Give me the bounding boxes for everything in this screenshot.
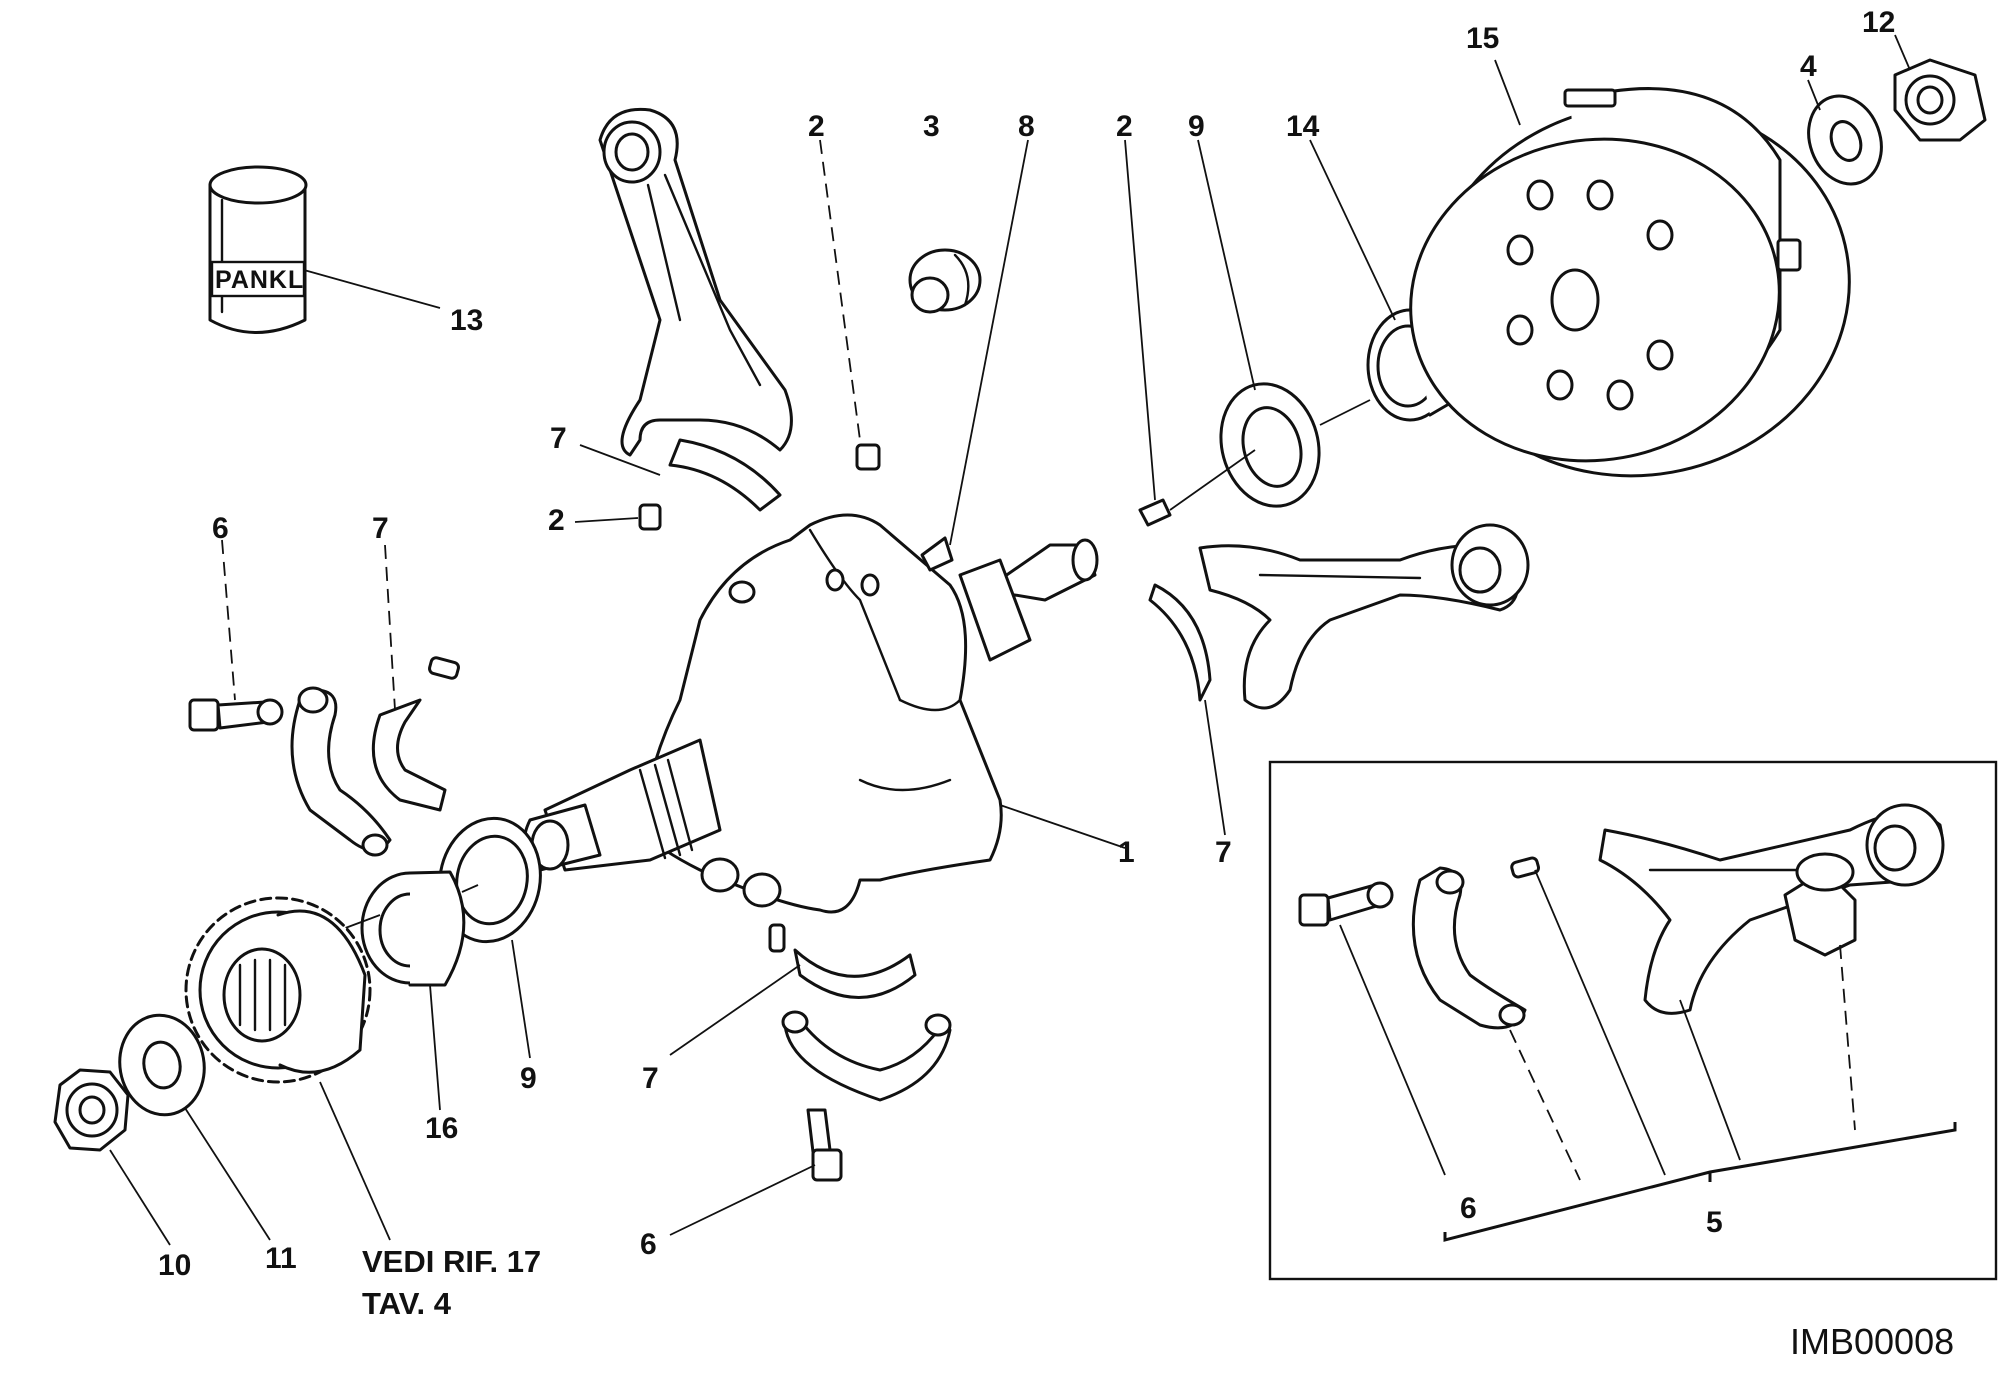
callout-12: 12 xyxy=(1862,6,1895,39)
callout-2-top: 2 xyxy=(808,110,825,143)
lower-bearing-cap xyxy=(781,1010,952,1102)
left-bearing-cap xyxy=(290,686,392,857)
callout-7-upper: 7 xyxy=(550,422,567,455)
callout-2-right: 2 xyxy=(1116,110,1133,143)
key-8 xyxy=(920,536,954,572)
leader-lines xyxy=(109,34,1911,1246)
leader-9-14 xyxy=(1319,399,1371,426)
callout-7-right: 7 xyxy=(1215,836,1232,869)
callout-6-left: 6 xyxy=(212,512,229,545)
callout-9-lower: 9 xyxy=(520,1062,537,1095)
bushing-13: PANKL xyxy=(208,165,308,334)
callout-7-lower: 7 xyxy=(642,1062,659,1095)
nut-12 xyxy=(1893,58,1987,142)
leader-screw2-washer9 xyxy=(1169,449,1256,511)
callout-8: 8 xyxy=(1018,110,1035,143)
washer-11 xyxy=(118,1013,206,1117)
lower-bearing-shell xyxy=(793,948,917,999)
seal-16 xyxy=(360,870,466,987)
callout-3: 3 xyxy=(923,110,940,143)
washer-4 xyxy=(1807,94,1883,186)
upper-connecting-rod xyxy=(598,107,793,512)
callout-14: 14 xyxy=(1286,110,1320,143)
callout-16: 16 xyxy=(425,1112,458,1145)
bolt-6-bottom xyxy=(806,1108,843,1182)
dowel-left xyxy=(428,656,460,680)
callout-1: 1 xyxy=(1118,836,1135,869)
dowel-upper xyxy=(855,443,881,471)
plug-3 xyxy=(908,248,982,314)
inset-bolt-6 xyxy=(1298,881,1394,927)
bolt-6-left xyxy=(188,698,284,732)
inset-connecting-rod xyxy=(1598,803,1945,1015)
screw-2-right xyxy=(1138,498,1172,527)
timing-gear xyxy=(184,896,372,1084)
callout-13: 13 xyxy=(450,304,483,337)
inset-bushing xyxy=(1783,852,1857,957)
inset-bearing-cap xyxy=(1411,866,1527,1030)
kit-bracket xyxy=(1443,1122,1957,1242)
callout-9-upper: 9 xyxy=(1188,110,1205,143)
callout-15: 15 xyxy=(1466,22,1499,55)
thrust-washer-9-lower xyxy=(438,816,542,944)
leader-13 xyxy=(303,269,441,309)
callout-7-left: 7 xyxy=(372,512,389,545)
dowel-bottom xyxy=(768,923,786,953)
callout-5: 5 xyxy=(1706,1206,1723,1239)
callout-2-left: 2 xyxy=(548,504,565,537)
right-connecting-rod xyxy=(1148,523,1530,710)
callout-11: 11 xyxy=(265,1242,297,1275)
kit-inset-frame xyxy=(1268,760,1998,1281)
leader-gear-seal xyxy=(339,914,381,931)
inset-dowel xyxy=(1510,856,1541,879)
crankshaft-1 xyxy=(522,513,1099,914)
bushing-brand-label: PANKL xyxy=(215,266,304,294)
reference-note-line1: VEDI RIF. 17 xyxy=(362,1244,541,1279)
callout-6-bottom: 6 xyxy=(640,1228,657,1261)
left-bearing-shell xyxy=(371,698,447,812)
callout-4: 4 xyxy=(1800,50,1817,83)
drawing-code: IMB00008 xyxy=(1790,1321,1954,1362)
callout-6-inset: 6 xyxy=(1460,1192,1477,1225)
callout-10: 10 xyxy=(158,1249,191,1282)
flywheel-15 xyxy=(1409,87,1851,478)
screw-2-left xyxy=(638,503,662,531)
nut-10 xyxy=(53,1068,130,1152)
thrust-washer-9-upper xyxy=(1219,382,1321,508)
reference-note-line2: TAV. 4 xyxy=(362,1286,452,1321)
leader-seal-washer xyxy=(461,884,479,893)
